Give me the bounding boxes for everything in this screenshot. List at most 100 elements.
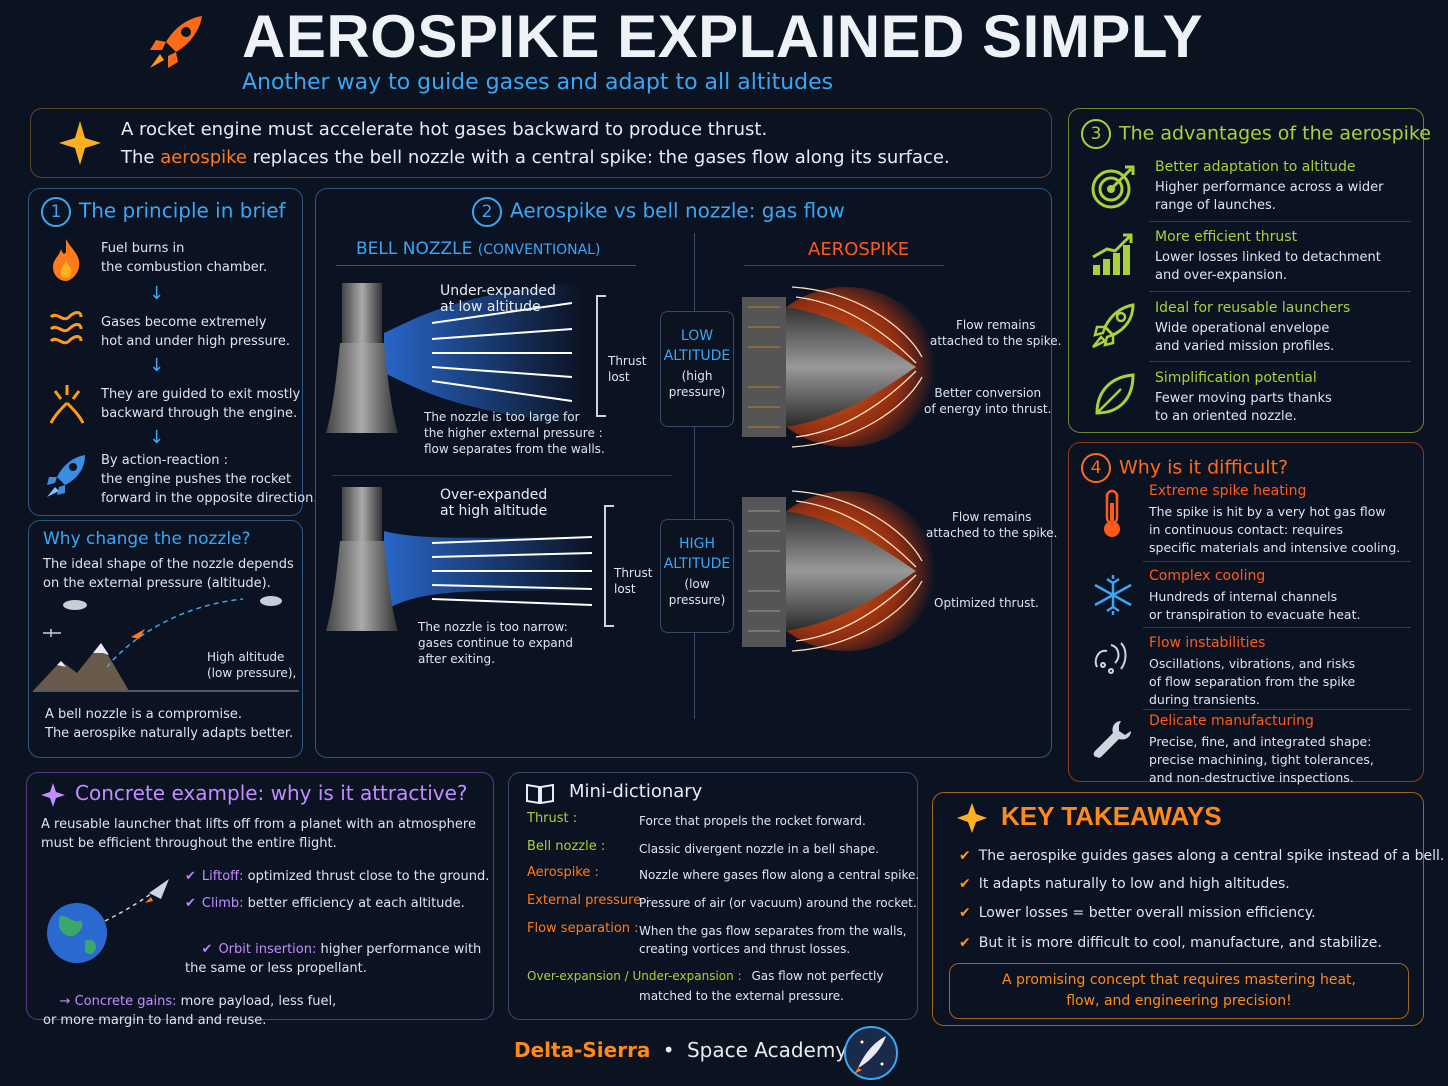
high-altitude-sub: (low pressure): [668, 577, 726, 607]
bell-high-label: Over-expanded at high altitude: [440, 487, 548, 519]
comparison-title: Aerospike vs bell nozzle: gas flow: [510, 198, 845, 223]
dictionary-term: Bell nozzle :: [527, 839, 606, 854]
difficulty-3-text: Oscillations, vibrations, and risks of f…: [1149, 656, 1356, 707]
bell-low-note: The nozzle is too large for the higher e…: [424, 410, 605, 456]
dictionary-title: Mini-dictionary: [569, 781, 703, 802]
bell-nozzle-header: BELL NOZZLE (CONVENTIONAL): [356, 239, 600, 259]
low-altitude-box: LOW ALTITUDE (high pressure): [660, 311, 734, 427]
principle-title: The principle in brief: [79, 198, 286, 223]
low-altitude-title: LOW ALTITUDE: [663, 328, 731, 364]
advantage-1-title: Better adaptation to altitude: [1155, 159, 1356, 175]
difficulty-3-title: Flow instabilities: [1149, 635, 1266, 651]
dictionary-term: Aerospike :: [527, 865, 599, 880]
difficulty-1-title: Extreme spike heating: [1149, 483, 1307, 499]
principle-step-4: By action-reaction : the engine pushes t…: [101, 453, 318, 506]
advantage-4-title: Simplification potential: [1155, 370, 1317, 386]
target-icon: [1089, 163, 1137, 215]
gains-text: more payload, less fuel, or more margin …: [43, 994, 337, 1028]
check-icon: ✔: [959, 905, 971, 921]
takeaway-item: ✔ It adapts naturally to low and high alt…: [959, 875, 1290, 894]
takeaway-text: It adapts naturally to low and high alti…: [978, 876, 1290, 892]
intro-line-2: The aerospike replaces the bell nozzle w…: [121, 147, 950, 168]
dictionary-term: External pressure :: [527, 893, 650, 908]
bell-header-sub: (CONVENTIONAL): [477, 242, 601, 258]
dictionary-definition: Pressure of air (or vacuum) around the r…: [639, 896, 917, 910]
difficulty-divider: [1143, 627, 1411, 628]
arrow-down-icon: ↓: [149, 355, 165, 376]
takeaways-conclusion: A promising concept that requires master…: [1002, 972, 1356, 1009]
bell-low-label: Under-expanded at low altitude: [440, 283, 556, 315]
growth-chart-icon: [1089, 231, 1137, 283]
check-icon: ✔: [201, 942, 213, 957]
bell-nozzle-high-illustration: [322, 481, 602, 655]
advantage-3-title: Ideal for reusable launchers: [1155, 300, 1351, 316]
dictionary-panel: Mini-dictionary Thrust :Force that prope…: [508, 772, 920, 1020]
dictionary-term: Over-expansion / Under-expansion :: [527, 969, 742, 983]
aerospike-header: AEROSPIKE: [808, 239, 910, 260]
high-altitude-label: High altitude (low pressure),: [207, 650, 297, 680]
aero-low-note-2: Better conversion of energy into thrust.: [924, 386, 1052, 416]
leaf-icon: [1091, 371, 1139, 423]
check-icon: ✔: [185, 896, 196, 911]
advantage-2-title: More efficient thrust: [1155, 229, 1298, 245]
difficulty-divider: [1143, 561, 1411, 562]
check-icon: ✔: [959, 876, 971, 892]
low-altitude-sub: (high pressure): [668, 369, 726, 399]
example-item-2-label: Climb:: [201, 896, 244, 911]
bell-low-thrust-lost: Thrust lost: [608, 354, 647, 384]
advantage-3-text: Wide operational envelope and varied mis…: [1155, 321, 1335, 354]
takeaway-text: The aerospike guides gases along a centr…: [978, 848, 1445, 864]
snowflake-icon: [1091, 573, 1135, 621]
bell-high-note: The nozzle is too narrow: gases continue…: [418, 620, 573, 666]
example-item-2-text: better efficiency at each altitude.: [243, 896, 465, 911]
aero-high-note-2: Optimized thrust.: [934, 596, 1039, 610]
dictionary-definition: When the gas flow separates from the wal…: [639, 924, 907, 956]
dictionary-term: Flow separation :: [527, 921, 639, 936]
aero-high-note-1: Flow remains attached to the spike.: [926, 510, 1058, 540]
check-icon: ✔: [959, 935, 971, 951]
arrow-down-icon: ↓: [149, 283, 165, 304]
heat-waves-icon: [47, 307, 85, 355]
example-item-climb: ✔ Climb: better efficiency at each altitu…: [185, 894, 465, 913]
takeaways-conclusion-box: A promising concept that requires master…: [949, 963, 1409, 1019]
thermometer-icon: [1097, 489, 1127, 543]
takeaway-text: But it is more difficult to cool, manufa…: [978, 935, 1382, 951]
book-icon: [525, 781, 555, 809]
difficulties-number: 4: [1081, 453, 1111, 483]
header-underline-right: [744, 265, 944, 266]
academy-logo-icon: [842, 1024, 900, 1086]
difficulty-2-text: Hundreds of internal channels or transpi…: [1149, 589, 1361, 622]
dictionary-definition: Classic divergent nozzle in a bell shape…: [639, 842, 880, 856]
header-underline-left: [336, 265, 636, 266]
advantage-4-text: Fewer moving parts thanks to an oriented…: [1155, 391, 1332, 424]
row-divider: [332, 475, 672, 476]
example-item-3-text: higher performance with the same or less…: [185, 942, 482, 976]
bell-header-main: BELL NOZZLE: [356, 239, 473, 259]
aerospike-high-illustration: [736, 481, 936, 665]
gains-label: Concrete gains:: [74, 994, 177, 1009]
arrow-down-icon: ↓: [149, 427, 165, 448]
dictionary-definition: Nozzle where gases flow along a central …: [639, 868, 920, 882]
intro-line-2-pre: The: [121, 147, 161, 168]
intro-line-2-post: replaces the bell nozzle with a central …: [247, 147, 950, 168]
takeaway-item: ✔Lower losses = better overall mission e…: [959, 904, 1316, 923]
sparkle-purple-icon: [39, 781, 67, 813]
principle-step-2: Gases become extremely hot and under hig…: [101, 315, 290, 349]
advantages-heading: 3 The advantages of the aerospike: [1081, 119, 1431, 149]
wrench-icon: [1091, 717, 1135, 765]
difficulty-4-title: Delicate manufacturing: [1149, 713, 1314, 729]
high-altitude-box: HIGH ALTITUDE (low pressure): [660, 519, 734, 633]
advantages-title: The advantages of the aerospike: [1119, 122, 1431, 145]
advantage-1-text: Higher performance across a wider range …: [1155, 180, 1384, 213]
takeaway-item: ✔The aerospike guides gases along a cent…: [959, 847, 1444, 866]
takeaways-panel: KEY TAKEAWAYS ✔The aerospike guides gase…: [932, 792, 1444, 1026]
advantages-number: 3: [1081, 119, 1111, 149]
advantage-divider: [1149, 291, 1411, 292]
example-title: Concrete example: why is it attractive?: [75, 781, 468, 805]
example-gains: → Concrete gains: more payload, less fue…: [43, 973, 336, 1049]
